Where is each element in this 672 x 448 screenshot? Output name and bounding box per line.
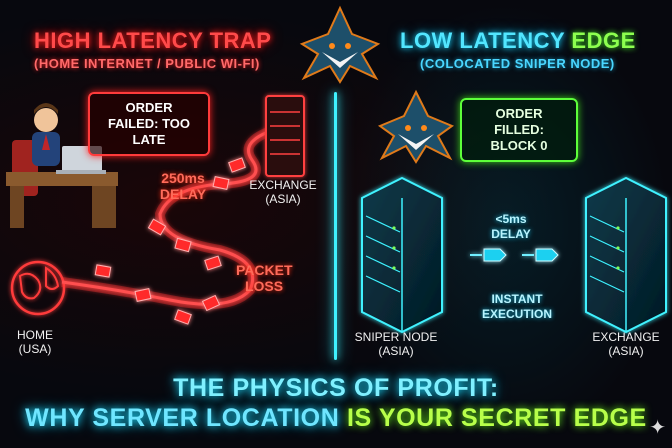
order-failed-callout: ORDER FAILED: TOO LATE bbox=[88, 92, 210, 156]
delay-5ms-label: <5ms DELAY bbox=[491, 212, 531, 241]
left-panel-title: HIGH LATENCY TRAP bbox=[34, 28, 272, 53]
footer-line2-start: WHY SERVER LOCATION bbox=[25, 404, 347, 432]
home-usa-label: HOME (USA) bbox=[17, 328, 53, 356]
trader-at-desk-icon bbox=[6, 103, 118, 228]
shark-logo-icon bbox=[299, 5, 381, 84]
right-panel-subtitle: (COLOCATED SNIPER NODE) bbox=[420, 56, 615, 71]
sparkle-icon: ✦ bbox=[649, 417, 666, 439]
instant-execution-label: INSTANT EXECUTION bbox=[481, 292, 552, 321]
footer-headline: THE PHYSICS OF PROFIT: bbox=[173, 374, 499, 402]
data-packet-icon bbox=[94, 157, 246, 325]
right-title-main: LOW LATENCY bbox=[400, 28, 572, 53]
right-title-accent: EDGE bbox=[571, 28, 636, 53]
server-rack-icon bbox=[585, 176, 667, 334]
order-filled-callout: ORDER FILLED: BLOCK 0 bbox=[460, 98, 578, 162]
right-panel-title: LOW LATENCY EDGE bbox=[400, 28, 636, 54]
globe-icon bbox=[10, 260, 66, 316]
high-latency-route bbox=[61, 123, 282, 310]
exchange-asia-label-right: EXCHANGE (ASIA) bbox=[592, 330, 660, 358]
footer-line2-highlight: IS YOUR SECRET EDGE bbox=[346, 404, 647, 432]
footer-subheadline: WHY SERVER LOCATION IS YOUR SECRET EDGE bbox=[0, 404, 672, 433]
data-packet-icon bbox=[470, 248, 559, 262]
shark-logo-icon bbox=[377, 89, 455, 164]
left-panel-subtitle: (HOME INTERNET / PUBLIC WI-FI) bbox=[34, 56, 260, 71]
server-rack-icon bbox=[265, 95, 305, 177]
panel-divider bbox=[334, 92, 337, 360]
sniper-node-label: SNIPER NODE (ASIA) bbox=[354, 330, 438, 358]
delay-250ms-label: 250ms DELAY bbox=[159, 170, 207, 202]
server-rack-icon bbox=[361, 176, 443, 334]
exchange-asia-label-left: EXCHANGE (ASIA) bbox=[249, 178, 317, 206]
packet-loss-label: PACKET LOSS bbox=[236, 262, 293, 294]
